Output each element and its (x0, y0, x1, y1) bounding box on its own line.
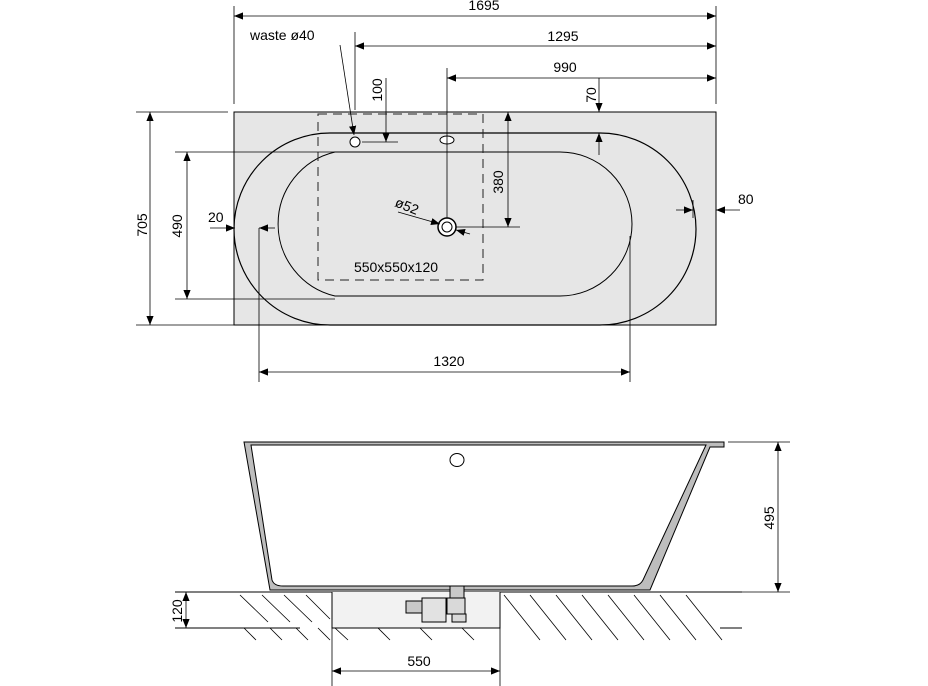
dim-100: 100 (369, 78, 385, 102)
service-area-label: 550x550x120 (354, 259, 438, 275)
floor-hatch-left (239, 594, 331, 641)
dim-120: 120 (169, 599, 185, 623)
dim-1695: 1695 (468, 0, 499, 13)
waste-label: waste ø40 (249, 27, 315, 43)
dim-1295: 1295 (547, 28, 578, 44)
waste-hole (349, 136, 361, 148)
floor-hatch-right (503, 594, 723, 641)
dim-705: 705 (134, 213, 150, 237)
dim-380: 380 (490, 170, 506, 194)
overflow-hole-side (449, 453, 465, 467)
dim-495: 495 (761, 506, 777, 530)
dim-80: 80 (738, 191, 754, 207)
dim-550: 550 (407, 653, 431, 669)
tub-bowl-inner (277, 151, 633, 297)
dim-990: 990 (553, 59, 577, 75)
service-area (317, 113, 484, 281)
side-view: 495 120 550 (169, 441, 790, 686)
dim-20: 20 (208, 209, 224, 225)
tub-bowl-outer (233, 132, 697, 326)
dim-70: 70 (583, 87, 599, 103)
drain-trap (405, 585, 467, 623)
dim-1320: 1320 (433, 353, 464, 369)
top-view: 1695 1295 990 waste ø40 100 70 380 ø52 8… (134, 0, 754, 382)
tub-inner-side (250, 444, 707, 587)
dim-490: 490 (169, 214, 185, 238)
